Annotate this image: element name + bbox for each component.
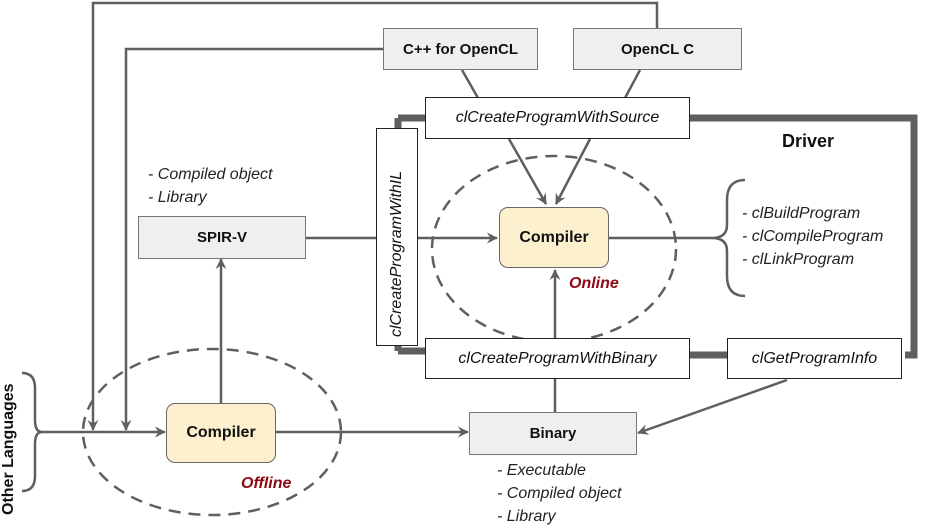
compiler-functions-list: - clBuildProgram - clCompileProgram - cl… <box>742 202 883 271</box>
spirv-notes: - Compiled object - Library <box>148 163 273 209</box>
opencl-c-label: OpenCL C <box>620 40 695 58</box>
offline-compiler-box: Compiler <box>166 403 276 463</box>
create-with-il-box: clCreateProgramWithIL <box>376 128 418 346</box>
binary-note: - Compiled object <box>497 485 622 502</box>
create-with-binary-label: clCreateProgramWithBinary <box>458 349 657 367</box>
spirv-label: SPIR-V <box>196 229 247 246</box>
online-label: Online <box>569 275 619 292</box>
online-compiler-label: Compiler <box>519 228 589 246</box>
binary-notes: - Executable - Compiled object - Library <box>497 459 622 528</box>
binary-label: Binary <box>529 425 577 442</box>
get-program-info-label: clGetProgramInfo <box>751 349 878 367</box>
other-languages-brace <box>21 371 43 493</box>
other-languages-label: Other Languages <box>0 383 17 515</box>
opencl-c-to-offline-line <box>87 1 659 431</box>
binary-note: - Library <box>497 508 556 525</box>
offline-compiler-label: Compiler <box>186 424 256 441</box>
spirv-box: SPIR-V <box>138 216 306 259</box>
opencl-c-box: OpenCL C <box>573 28 742 70</box>
compiler-function: - clBuildProgram <box>742 205 861 222</box>
binary-box: Binary <box>469 412 637 455</box>
get-program-info-box: clGetProgramInfo <box>727 338 902 379</box>
create-with-il-label: clCreateProgramWithIL <box>388 170 405 337</box>
compiler-function: - clLinkProgram <box>742 251 855 268</box>
offline-label: Offline <box>241 475 292 492</box>
online-compiler-box: Compiler <box>499 207 609 268</box>
spirv-note: - Compiled object <box>148 166 273 183</box>
spirv-note: - Library <box>148 189 207 206</box>
binary-note: - Executable <box>497 462 586 479</box>
create-with-source-label: clCreateProgramWithSource <box>455 109 660 126</box>
cpp-for-opencl-box: C++ for OpenCL <box>383 28 538 70</box>
compiler-function: - clCompileProgram <box>742 228 884 245</box>
compiler-functions-brace <box>711 178 746 298</box>
cpp-for-opencl-label: C++ for OpenCL <box>402 40 518 58</box>
cpp-to-offline-line <box>120 47 383 431</box>
driver-label: Driver <box>782 131 835 151</box>
create-with-binary-box: clCreateProgramWithBinary <box>425 338 690 379</box>
create-with-source-box: clCreateProgramWithSource <box>425 97 690 139</box>
